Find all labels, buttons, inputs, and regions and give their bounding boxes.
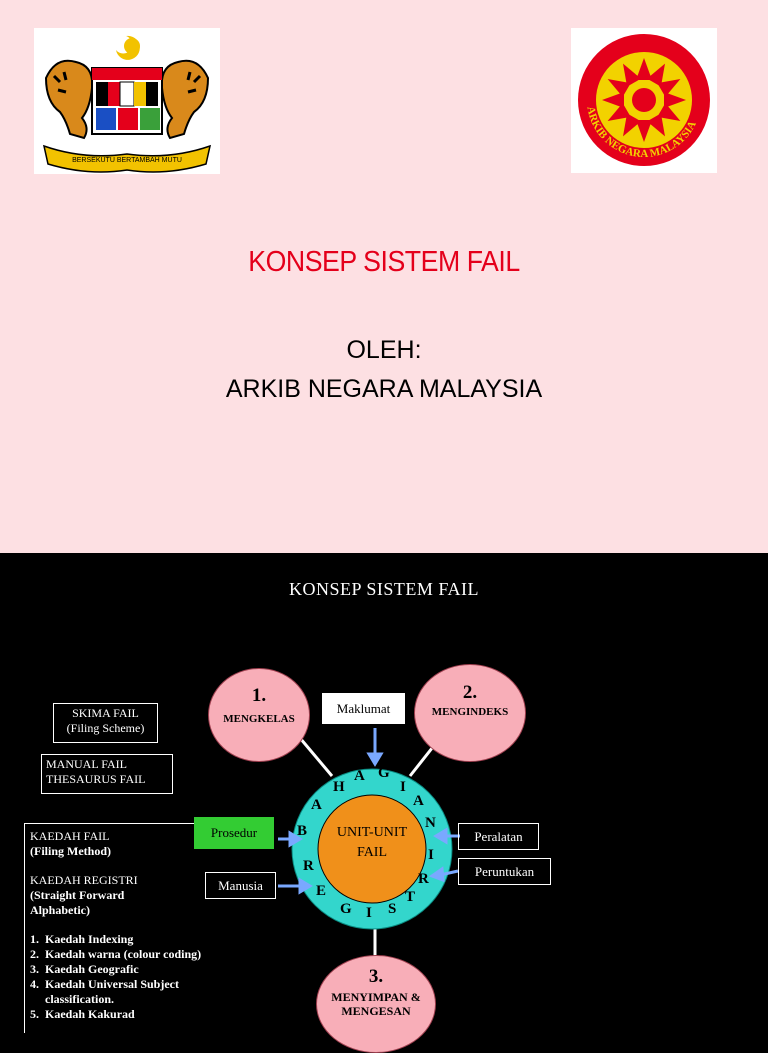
ring-letter: A: [354, 768, 365, 784]
ring-letter: A: [413, 793, 424, 809]
malaysia-coat-of-arms-logo: BERSEKUTU BERTAMBAH MUTU: [34, 28, 220, 174]
ring-letter: R: [418, 871, 429, 887]
svg-text:BERSEKUTU BERTAMBAH MUTU: BERSEKUTU BERTAMBAH MUTU: [72, 157, 182, 164]
method-title: KAEDAH FAIL: [30, 829, 110, 843]
filing-scheme-subtitle: (Filing Scheme): [66, 721, 145, 735]
method-item: 5. Kaedah Kakurad: [30, 1007, 135, 1021]
diagram-title: KONSEP SISTEM FAIL: [288, 579, 480, 599]
filing-scheme-box: SKIMA FAIL (Filing Scheme): [53, 703, 158, 743]
connector-step1: [298, 737, 334, 777]
presentation-title: KONSEP SISTEM FAIL: [248, 246, 520, 278]
registry-title: KAEDAH REGISTRI: [30, 873, 138, 887]
arkib-negara-logo: ARKIB NEGARA MALAYSIA: [571, 28, 717, 173]
method-item: 1. Kaedah Indexing: [30, 932, 134, 946]
registry-line-3: Alphabetic): [30, 903, 90, 917]
method-subtitle: (Filing Method): [30, 844, 111, 858]
ring-letter: G: [378, 765, 390, 781]
ring-letter: T: [405, 889, 416, 905]
center-circle: [317, 794, 427, 904]
step-2-circle: 2. MENGINDEKS: [414, 664, 526, 762]
step-1-number: 1.: [251, 685, 267, 706]
thesaurus-box: MANUAL FAIL THESAURUS FAIL: [41, 754, 173, 794]
ring-letter: A: [311, 797, 322, 813]
ring-letter: I: [366, 905, 372, 921]
input-maklumat: Maklumat: [321, 692, 406, 725]
presenter-organization: ARKIB NEGARA MALAYSIA: [225, 375, 543, 403]
input-peruntukan: Peruntukan: [458, 858, 551, 885]
arrow-peruntukan: [428, 866, 445, 883]
ring-letter: I: [400, 779, 406, 795]
thesaurus-line-2: THESAURUS FAIL: [46, 772, 146, 786]
center-label: UNIT-UNIT FAIL: [336, 825, 408, 860]
step-3-label: MENYIMPAN & MENGESAN: [331, 990, 421, 1018]
method-item: 4. Kaedah Universal Subject: [30, 977, 180, 991]
input-manusia: Manusia: [205, 872, 276, 899]
diagram-connectors: [278, 728, 460, 958]
presenter-label: OLEH:: [346, 336, 422, 364]
thesaurus-line-1: MANUAL FAIL: [46, 757, 127, 771]
step-3-circle: 3. MENYIMPAN & MENGESAN: [316, 955, 436, 1053]
ring-letter: N: [425, 815, 436, 831]
arrow-manusia: [298, 877, 313, 895]
step-2-label: MENGINDEKS: [431, 706, 509, 718]
input-prosedur: Prosedur: [193, 816, 275, 850]
method-item: 2. Kaedah warna (colour coding): [30, 947, 202, 961]
step-3-number: 3.: [368, 966, 384, 987]
method-item: classification.: [30, 992, 114, 1006]
registry-line-2: (Straight Forward: [30, 888, 125, 902]
ring-letter: E: [316, 883, 327, 899]
step-2-number: 2.: [462, 682, 478, 703]
arrow-peralatan: [433, 827, 448, 845]
ring-letter: R: [303, 858, 314, 874]
concept-diagram-slide: KONSEP SISTEM FAIL 1. MENGKELAS 2. MENGI…: [0, 553, 768, 1053]
ring-letter: B: [297, 823, 308, 839]
filing-method-notes: KAEDAH FAIL (Filing Method) KAEDAH REGIS…: [24, 823, 202, 1033]
method-item: 3. Kaedah Geografic: [30, 962, 139, 976]
filing-scheme-title: SKIMA FAIL: [72, 706, 139, 720]
arrow-prosedur: [288, 830, 303, 848]
step-1-circle: 1. MENGKELAS: [208, 668, 310, 762]
step-1-label: MENGKELAS: [223, 713, 295, 725]
ring-letter: I: [428, 847, 434, 863]
input-peralatan: Peralatan: [458, 823, 539, 850]
ring-letter: S: [388, 901, 397, 917]
title-slide: BERSEKUTU BERTAMBAH MUTU AR: [0, 0, 768, 553]
arrow-down: [366, 752, 384, 767]
ring-letter: H: [333, 779, 345, 795]
ring-letter: G: [340, 901, 352, 917]
